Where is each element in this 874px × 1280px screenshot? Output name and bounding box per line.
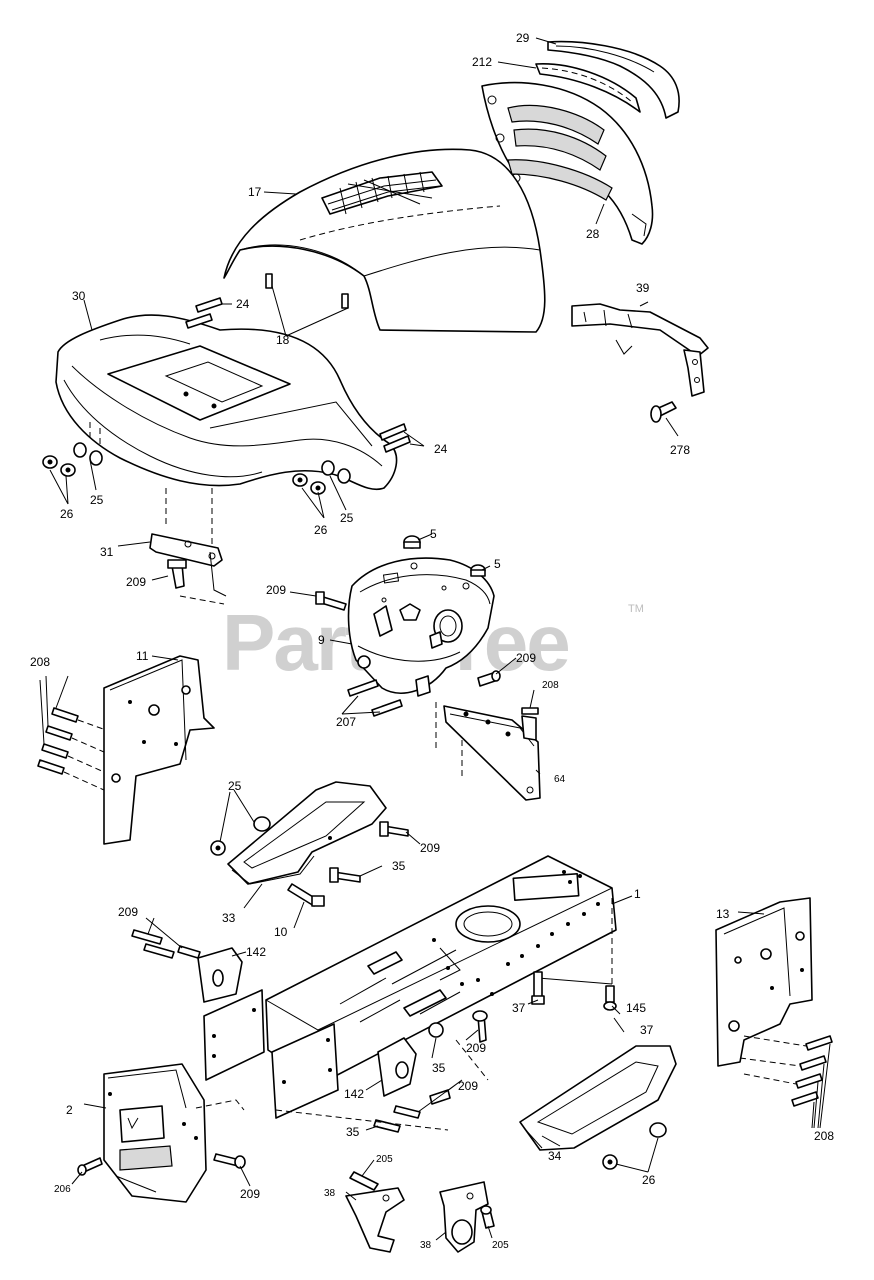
callout-142-lower: 142	[344, 1087, 364, 1101]
part-29-grille-trim	[547, 40, 680, 119]
callout-33: 33	[222, 911, 236, 925]
callout-13: 13	[716, 907, 730, 921]
part-142-bracket-upper	[197, 947, 243, 1003]
callout-209-dash: 209	[266, 583, 286, 597]
part-13-side-panel	[715, 897, 813, 1067]
leader-lines	[39, 37, 831, 1241]
callout-35-lower: 35	[346, 1125, 360, 1139]
part-25-nuts	[210, 816, 271, 856]
callout-5-a: 5	[430, 527, 437, 541]
callout-17: 17	[248, 185, 262, 199]
callout-206: 206	[54, 1184, 71, 1195]
callout-25-right: 25	[340, 511, 354, 525]
callout-31: 31	[100, 545, 114, 559]
part-64-panel	[443, 705, 541, 801]
callout-37-upper: 37	[512, 1001, 526, 1015]
part-frame-plate-left	[203, 989, 339, 1119]
callout-145: 145	[626, 1001, 646, 1015]
part-5-knobs	[403, 535, 486, 577]
part-35-bolt	[329, 867, 361, 883]
part-18-hood-clips	[265, 273, 349, 309]
callout-35-footrest: 35	[392, 859, 406, 873]
callout-18: 18	[276, 333, 290, 347]
part-38-bracket-left	[345, 1171, 405, 1253]
part-206-209-rear-bolts	[77, 1153, 246, 1176]
callout-207: 207	[336, 715, 356, 729]
callout-24-side: 24	[434, 442, 448, 456]
watermark-tm: TM	[628, 603, 644, 615]
part-1-frame	[265, 855, 617, 1085]
part-24-bolts-side	[379, 423, 411, 453]
part-28-grille-housing	[481, 81, 654, 245]
callout-212: 212	[472, 55, 492, 69]
callout-208-panel: 208	[542, 680, 559, 691]
callout-28: 28	[586, 227, 600, 241]
part-209-bolt-a	[167, 559, 187, 589]
callout-11: 11	[136, 649, 149, 663]
callout-208-right: 208	[814, 1129, 834, 1143]
callout-9: 9	[318, 633, 325, 647]
callout-278: 278	[670, 443, 690, 457]
part-10-pin	[287, 883, 325, 907]
callout-205-upper: 205	[376, 1154, 393, 1165]
part-209-bolts-142	[131, 929, 201, 959]
part-11-side-panel	[103, 655, 215, 845]
part-26-nuts-right	[602, 1122, 667, 1170]
callout-64: 64	[554, 774, 566, 785]
callout-25-left: 25	[90, 493, 104, 507]
callout-1: 1	[634, 887, 641, 901]
callout-209-bracket: 209	[126, 575, 146, 589]
callout-30: 30	[72, 289, 86, 303]
part-17-hood	[223, 148, 546, 333]
part-278-screw	[650, 401, 677, 423]
callout-205-lower: 205	[492, 1240, 509, 1251]
part-142-bracket-lower	[377, 1037, 417, 1097]
callout-2: 2	[66, 1103, 73, 1117]
callout-209-rear: 209	[240, 1187, 260, 1201]
callout-26-left: 26	[60, 507, 74, 521]
part-209-dash-bolts	[315, 591, 501, 687]
part-208-bolts-right	[791, 1035, 833, 1107]
callout-209-142: 209	[118, 905, 138, 919]
callout-24-top: 24	[236, 297, 250, 311]
callout-142-upper: 142	[246, 945, 266, 959]
callout-209-frame: 209	[466, 1041, 486, 1055]
part-209-footrest-bolt	[379, 821, 409, 837]
callout-26-footrest: 26	[642, 1173, 656, 1187]
part-37-145-rod	[531, 971, 617, 1011]
callout-209-lower: 209	[458, 1079, 478, 1093]
callout-34: 34	[548, 1149, 562, 1163]
part-34-foot-rest	[519, 1045, 677, 1151]
callout-25-footrest: 25	[228, 779, 242, 793]
part-38-bracket-right	[439, 1181, 489, 1253]
part-209-35-frame-bolts	[373, 1010, 488, 1133]
callout-209-footrest: 209	[420, 841, 440, 855]
callout-29: 29	[516, 31, 530, 45]
callout-35-frame: 35	[432, 1061, 446, 1075]
callout-39: 39	[636, 281, 650, 295]
callout-208-left: 208	[30, 655, 50, 669]
callout-5-b: 5	[494, 557, 501, 571]
part-208-bolts-left	[37, 707, 79, 775]
part-2-rear-panel	[103, 1063, 207, 1203]
callout-labels: 29 212 17 28 30 24 18 39 24 278 25 26 26…	[30, 31, 834, 1251]
callout-38-right: 38	[420, 1240, 432, 1251]
part-39-hood-bracket	[571, 303, 709, 397]
callout-209-right: 209	[516, 651, 536, 665]
callout-26-right: 26	[314, 523, 328, 537]
part-31-bracket	[149, 533, 227, 597]
part-212-grille-insert	[535, 63, 641, 113]
callout-37-lower: 37	[640, 1023, 654, 1037]
part-24-bolts-top	[185, 297, 223, 329]
part-9-dash-panel	[347, 557, 495, 697]
callout-10: 10	[274, 925, 288, 939]
part-25-26-hardware-left	[42, 442, 103, 477]
part-30-fender	[55, 314, 398, 491]
part-205-bolt	[480, 1205, 495, 1229]
callout-38-left: 38	[324, 1188, 336, 1199]
part-25-26-hardware-right	[292, 460, 351, 495]
part-33-foot-rest	[227, 781, 387, 885]
